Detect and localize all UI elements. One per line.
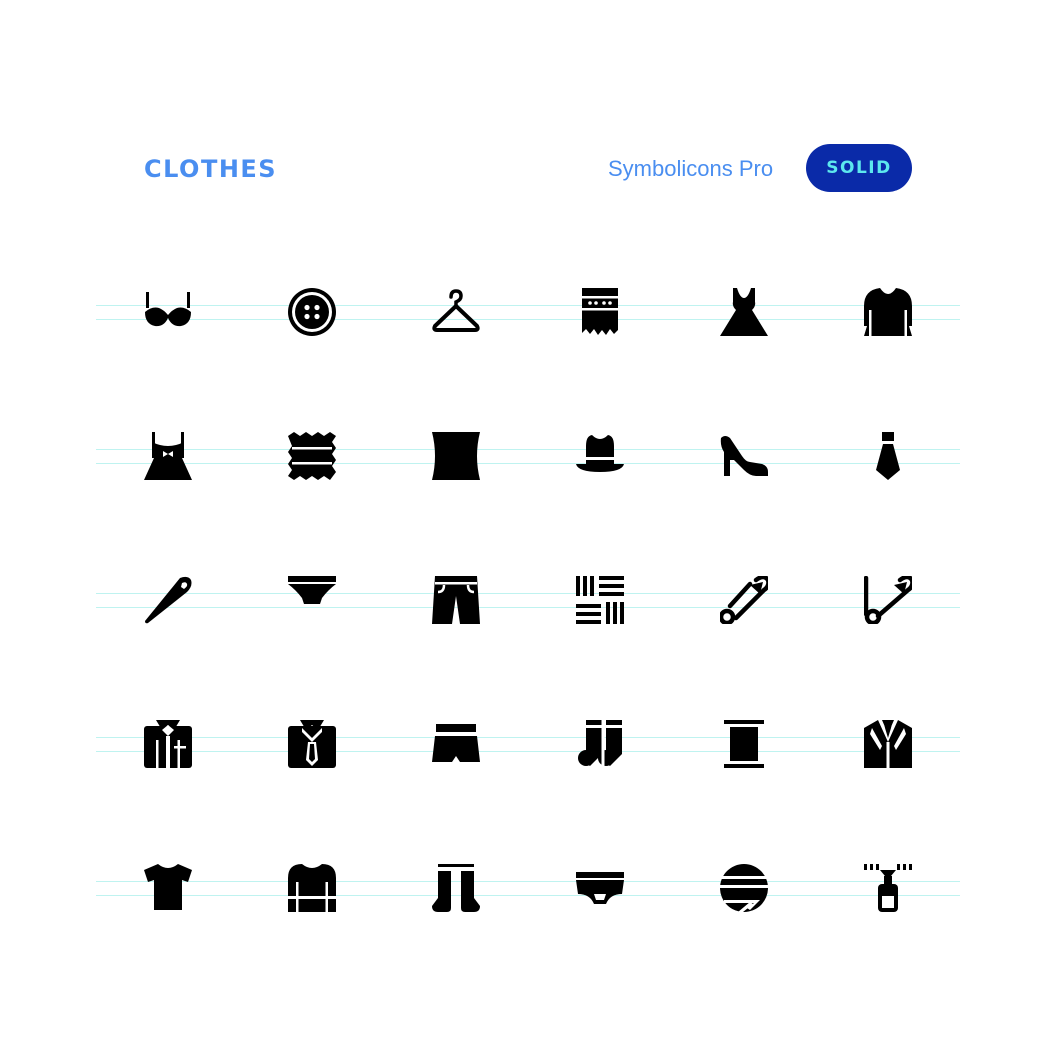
panties-icon: [288, 576, 336, 624]
hanger-icon: [432, 288, 480, 336]
sweater-dress-icon: [864, 288, 912, 336]
button-icon: [288, 288, 336, 336]
dress-icon: [720, 288, 768, 336]
guide-line: [96, 593, 960, 594]
boxer-shorts-icon: [432, 720, 480, 768]
guide-line: [96, 881, 960, 882]
guide-line: [96, 449, 960, 450]
long-sleeve-shirt-icon: [288, 864, 336, 912]
folded-shirt-tie-icon: [288, 720, 336, 768]
folded-shirt-icon: [144, 720, 192, 768]
suit-jacket-icon: [864, 720, 912, 768]
stockings-icon: [432, 864, 480, 912]
guide-line: [96, 607, 960, 608]
t-shirt-icon: [144, 864, 192, 912]
fabric-tag-icon: [576, 288, 624, 336]
fabric-swatch-icon: [288, 432, 336, 480]
guide-line: [96, 751, 960, 752]
guide-line: [96, 463, 960, 464]
bra-icon: [144, 288, 192, 336]
safety-pin-icon: [720, 576, 768, 624]
yarn-ball-icon: [720, 864, 768, 912]
guide-line: [96, 319, 960, 320]
fabric-bolt-icon: [432, 432, 480, 480]
thread-spool-icon: [720, 720, 768, 768]
open-safety-pin-icon: [864, 576, 912, 624]
shorts-icon: [432, 576, 480, 624]
necktie-icon: [864, 432, 912, 480]
brand-name: Symbolicons Pro: [608, 156, 774, 181]
sewing-needle-icon: [144, 576, 192, 624]
style-badge: SOLID: [806, 144, 912, 192]
socks-icon: [576, 720, 624, 768]
page-title: CLOTHES: [144, 155, 278, 183]
zipper-icon: [864, 864, 912, 912]
guide-line: [96, 895, 960, 896]
textile-pattern-icon: [576, 576, 624, 624]
apron-dress-icon: [144, 432, 192, 480]
briefs-icon: [576, 864, 624, 912]
guide-line: [96, 737, 960, 738]
hat-icon: [576, 432, 624, 480]
guide-line: [96, 305, 960, 306]
high-heel-icon: [720, 432, 768, 480]
